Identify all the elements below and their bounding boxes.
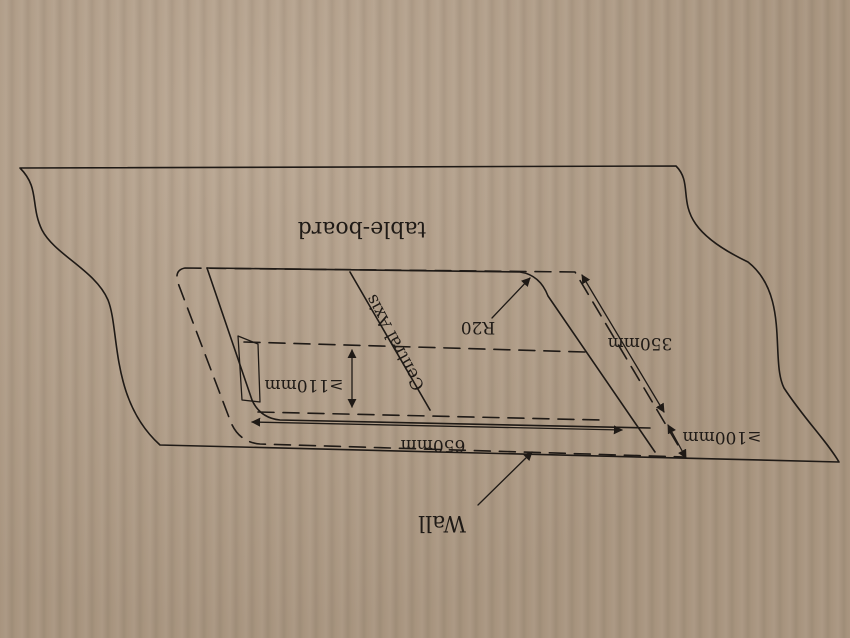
left-inner-rect <box>237 335 261 403</box>
r20-label: R20 <box>461 317 495 337</box>
table-board-outline <box>19 165 840 463</box>
dim-650-label: 650mm <box>401 435 466 455</box>
wall-label: Wall <box>418 510 466 535</box>
cutout-front-dashed <box>257 411 601 421</box>
dim-100-label: ≥100mm <box>683 427 762 447</box>
sink-inner-outline <box>206 267 656 453</box>
dim-350-line <box>581 274 665 413</box>
dim-110-label: ≥110mm <box>265 375 344 395</box>
dim-650-line <box>251 417 623 435</box>
cutout-middle-dashed <box>243 341 586 353</box>
dim-100-line <box>667 424 687 459</box>
wall-leader <box>477 451 533 506</box>
r20-leader <box>491 277 531 319</box>
central-axis-line <box>349 271 431 411</box>
cutout-outer-dashed <box>176 267 686 458</box>
table-board-label: table-board <box>298 216 427 241</box>
dim-350-label: 350mm <box>608 333 673 353</box>
central-axis-label: Central Axis <box>362 291 429 394</box>
